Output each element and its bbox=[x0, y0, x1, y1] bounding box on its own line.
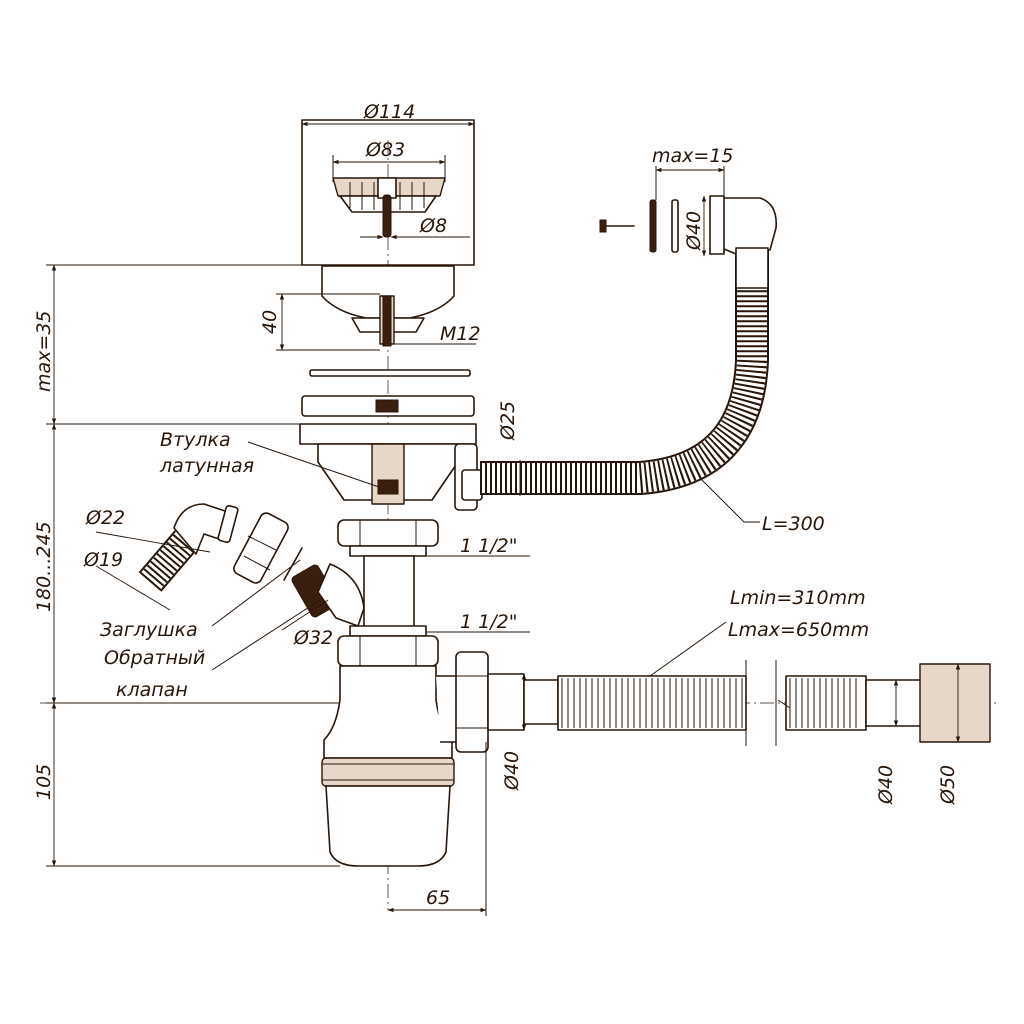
strainer-top bbox=[301, 119, 475, 266]
dim-d19: Ø19 bbox=[83, 549, 123, 571]
dim-180-245: 180...245 bbox=[33, 521, 55, 612]
dim-m12: M12 bbox=[440, 323, 481, 345]
dim-d83: Ø83 bbox=[365, 139, 405, 161]
dim-lmax: Lmax=650mm bbox=[728, 619, 869, 641]
label-bushing-2: латунная bbox=[159, 455, 254, 477]
vertical-pipe bbox=[349, 555, 427, 637]
overflow-body bbox=[299, 423, 483, 511]
dim-thread-upper: 1 1/2" bbox=[460, 535, 517, 557]
dim-lmin: Lmin=310mm bbox=[730, 587, 866, 609]
leader-lines bbox=[211, 441, 760, 677]
outlet-nut bbox=[455, 651, 489, 753]
upper-nut bbox=[337, 519, 439, 557]
dim-h105: 105 bbox=[33, 764, 55, 800]
part-labels: Втулка латунная Заглушка Обратный клапан bbox=[100, 429, 254, 701]
gaskets bbox=[301, 369, 475, 417]
dim-d8: Ø8 bbox=[419, 215, 447, 237]
outlet-coupling bbox=[487, 673, 559, 731]
dim-d40-end: Ø40 bbox=[875, 765, 897, 805]
plug-nut bbox=[233, 512, 289, 584]
drain-body bbox=[321, 265, 455, 347]
overflow-hose bbox=[480, 195, 777, 495]
label-valve-1: Обратный bbox=[104, 647, 205, 669]
end-connector bbox=[865, 663, 991, 743]
label-plug: Заглушка bbox=[100, 619, 198, 641]
dim-d32: Ø32 bbox=[293, 627, 333, 649]
dim-w65: 65 bbox=[426, 887, 450, 909]
dim-h40: 40 bbox=[259, 310, 281, 334]
overflow-screw bbox=[599, 199, 679, 253]
hose-connector bbox=[138, 503, 239, 592]
dim-d114: Ø114 bbox=[363, 101, 415, 123]
dim-d40-outlet: Ø40 bbox=[501, 751, 523, 791]
dim-max35: max=35 bbox=[33, 311, 55, 393]
dim-d40-top: Ø40 bbox=[683, 211, 705, 251]
lower-nut bbox=[337, 635, 439, 667]
dimension-lines bbox=[46, 121, 961, 916]
bottle-trap bbox=[321, 665, 461, 867]
corrugated-outlet-hose bbox=[557, 660, 867, 746]
label-bushing-1: Втулка bbox=[160, 429, 231, 451]
dim-thread-lower: 1 1/2" bbox=[460, 611, 517, 633]
dim-d25: Ø25 bbox=[497, 401, 519, 441]
dim-d22: Ø22 bbox=[85, 507, 125, 529]
dim-max15: max=15 bbox=[652, 145, 734, 167]
dim-l300: L=300 bbox=[762, 513, 825, 535]
dim-d50-end: Ø50 bbox=[937, 765, 959, 805]
dimension-labels: Ø114 Ø83 Ø8 40 M12 max=35 max=15 Ø40 Ø25… bbox=[33, 101, 959, 909]
label-valve-2: клапан bbox=[116, 679, 188, 701]
check-valve bbox=[283, 547, 365, 627]
